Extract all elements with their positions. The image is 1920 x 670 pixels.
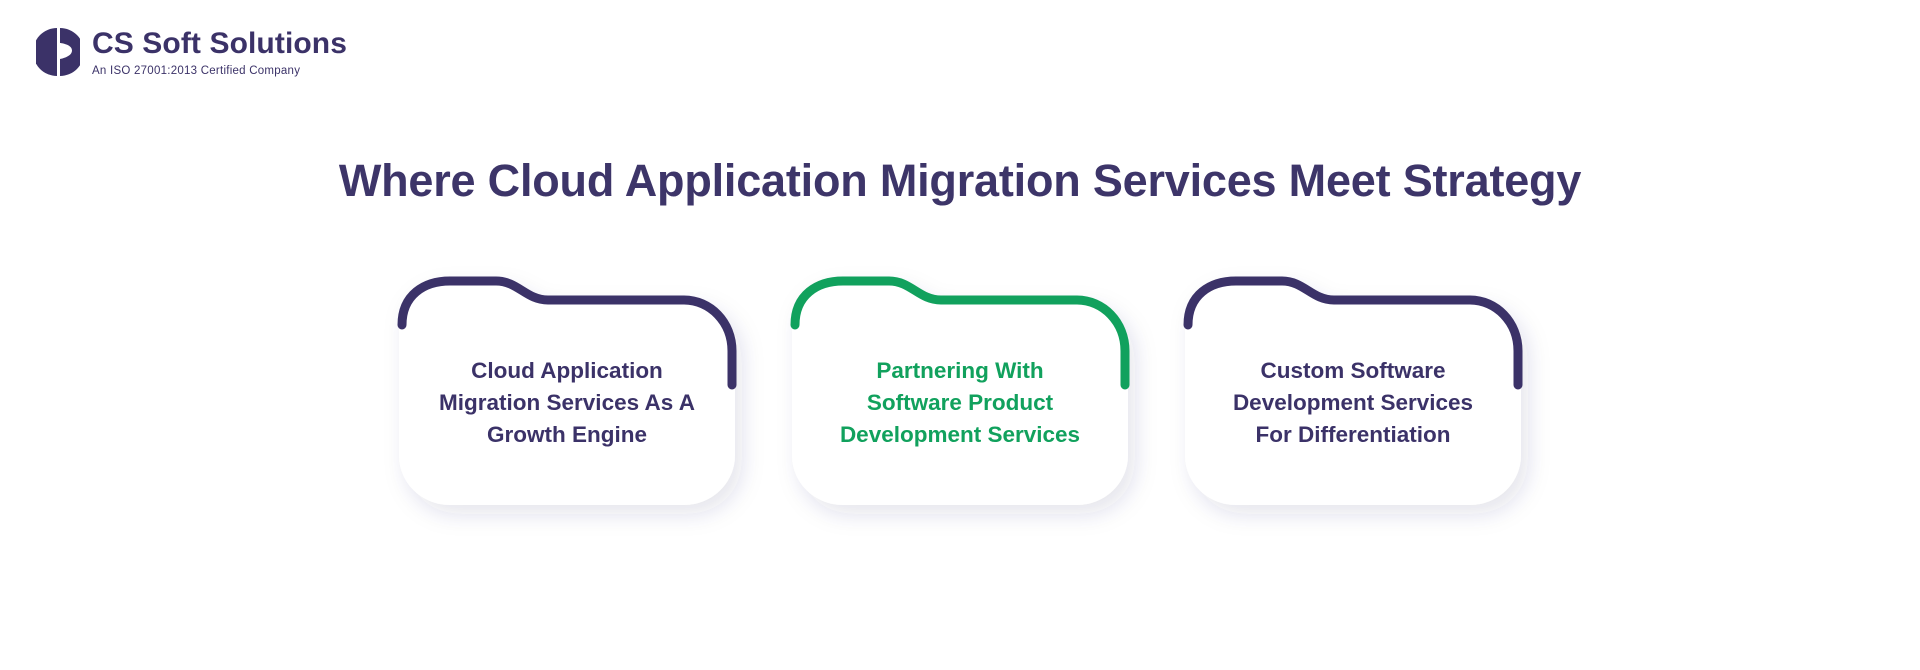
service-card-cloud-application-migration[interactable]: Cloud Application Migration Services As … [397, 265, 737, 515]
brand-logo[interactable]: CS Soft Solutions An ISO 27001:2013 Cert… [36, 26, 347, 78]
page-title: Where Cloud Application Migration Servic… [338, 155, 1582, 207]
brand-tagline: An ISO 27001:2013 Certified Company [92, 64, 301, 77]
cs-soft-solutions-logo-icon [36, 28, 80, 76]
service-card-custom-software-development[interactable]: Custom Software Development Services For… [1183, 265, 1523, 515]
folder-tab-shape [1183, 276, 1523, 505]
folder-tab-shape [397, 276, 737, 505]
service-card-row: Cloud Application Migration Services As … [0, 265, 1920, 515]
folder-tab-shape [790, 276, 1130, 505]
brand-name: CS Soft Solutions [92, 27, 348, 60]
service-card-software-product-development[interactable]: Partnering With Software Product Develop… [790, 265, 1130, 515]
